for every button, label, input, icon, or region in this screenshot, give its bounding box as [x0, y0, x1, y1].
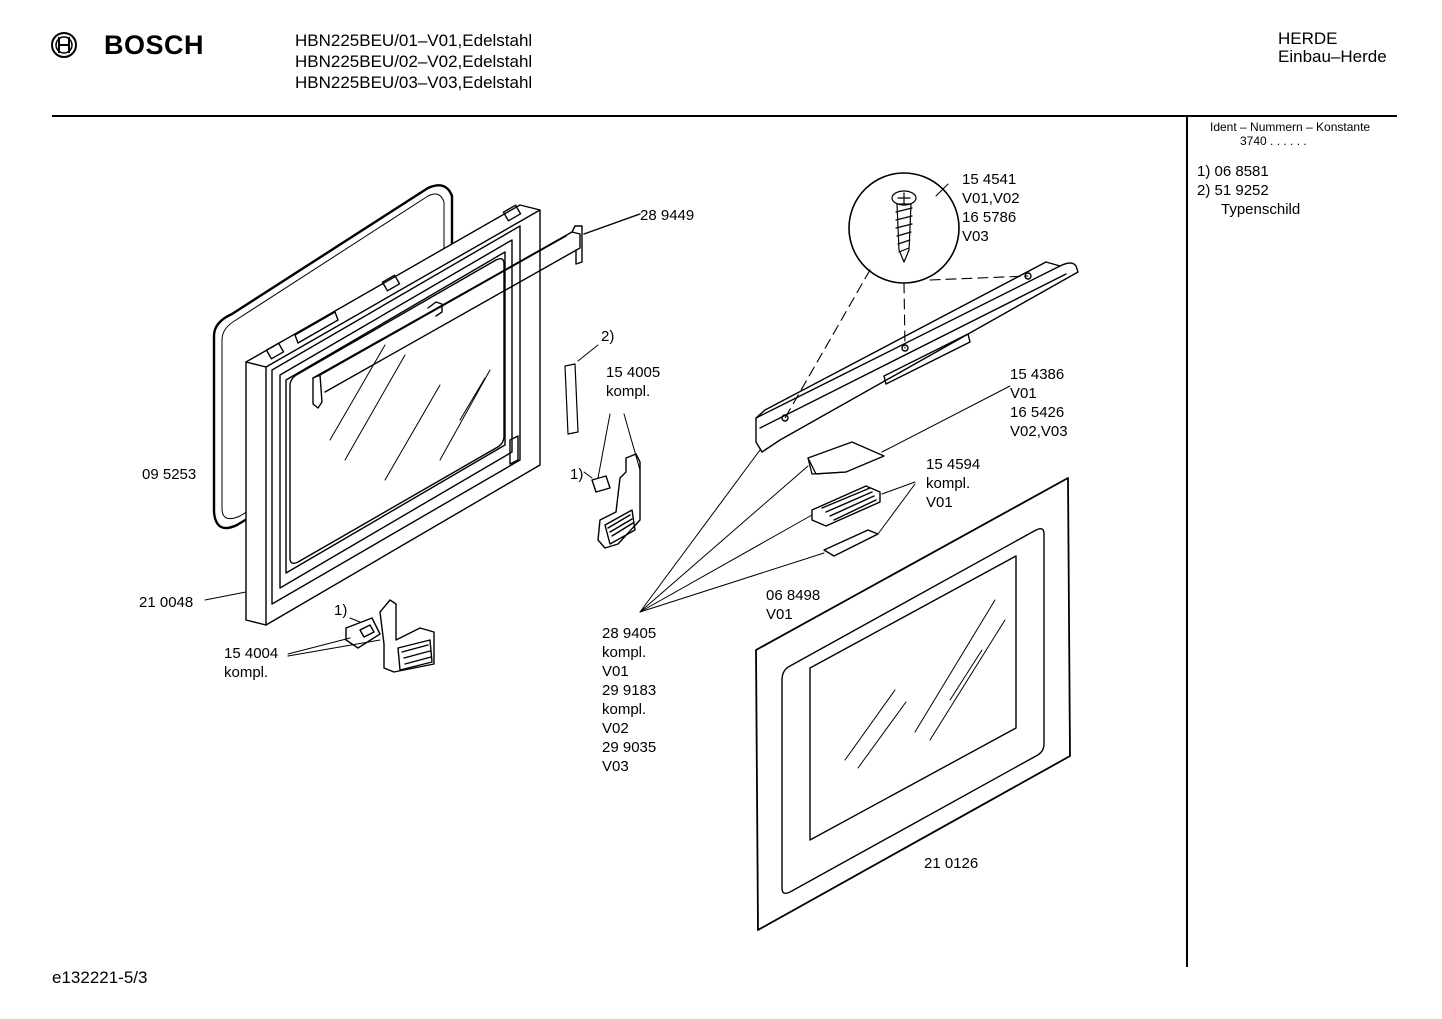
part-label-154005: 15 4005 kompl.	[606, 364, 661, 400]
part-label-289405: 28 9405 kompl. V01 29 9183 kompl. V02 29…	[602, 625, 657, 775]
part-label-154541: 15 4541 V01,V02 16 5786 V03	[962, 171, 1020, 245]
model-line: HBN225BEU/01–V01,Edelstahl	[295, 31, 533, 50]
nameplate	[564, 363, 579, 435]
part-label-068498: 06 8498 V01	[766, 587, 821, 623]
part-label-154386: 15 4386 V01 16 5426 V02,V03	[1010, 366, 1068, 440]
sidebar-constant: 3740 . . . . . .	[1240, 134, 1307, 148]
part-label-154004: 15 4004 kompl.	[224, 645, 279, 681]
door-gasket-inner	[221, 193, 445, 520]
drawing-code: e132221-5/3	[52, 968, 148, 987]
subcategory: Einbau–Herde	[1278, 47, 1387, 66]
category: HERDE	[1278, 29, 1338, 48]
sidebar-note: 1) 06 8581	[1197, 163, 1269, 180]
model-line: HBN225BEU/02–V02,Edelstahl	[295, 52, 533, 71]
handle-cover	[807, 441, 885, 475]
brand-name: BOSCH	[104, 30, 205, 60]
screw-icon	[891, 190, 917, 263]
sidebar-note: Typenschild	[1221, 201, 1301, 218]
bosch-logo-icon	[51, 32, 77, 58]
model-line: HBN225BEU/03–V03,Edelstahl	[295, 73, 533, 92]
part-label-note-1a: 1)	[570, 466, 584, 483]
part-label-note-1b: 1)	[334, 602, 348, 619]
part-label-210048: 21 0048	[139, 594, 194, 611]
part-label-210126: 21 0126	[924, 855, 979, 872]
hinge-lower	[345, 599, 435, 673]
handle-strip	[755, 261, 1079, 453]
model-list: HBN225BEU/01–V01,Edelstahl HBN225BEU/02–…	[295, 30, 532, 93]
door-gasket	[212, 184, 454, 530]
part-label-note-2: 2)	[601, 328, 615, 345]
part-label-095253: 09 5253	[142, 466, 197, 483]
part-label-289449: 28 9449	[640, 207, 695, 224]
hinge-upper	[591, 453, 641, 549]
grille-insert	[823, 529, 879, 557]
sidebar-divider	[1186, 117, 1188, 967]
inner-door-frame	[245, 204, 541, 626]
outer-door-glass	[755, 477, 1071, 931]
sidebar-title: Ident – Nummern – Konstante	[1210, 120, 1371, 134]
sidebar-note: 2) 51 9252	[1197, 182, 1269, 199]
top-bracket	[312, 213, 641, 409]
category-block: HERDE Einbau–Herde	[1278, 30, 1387, 66]
part-label-154594: 15 4594 kompl. V01	[926, 456, 981, 511]
sidebar-notes: 1) 06 8581 2) 51 9252 Typenschild	[1197, 162, 1300, 219]
vent-grille	[811, 485, 881, 527]
header-divider	[52, 115, 1397, 117]
